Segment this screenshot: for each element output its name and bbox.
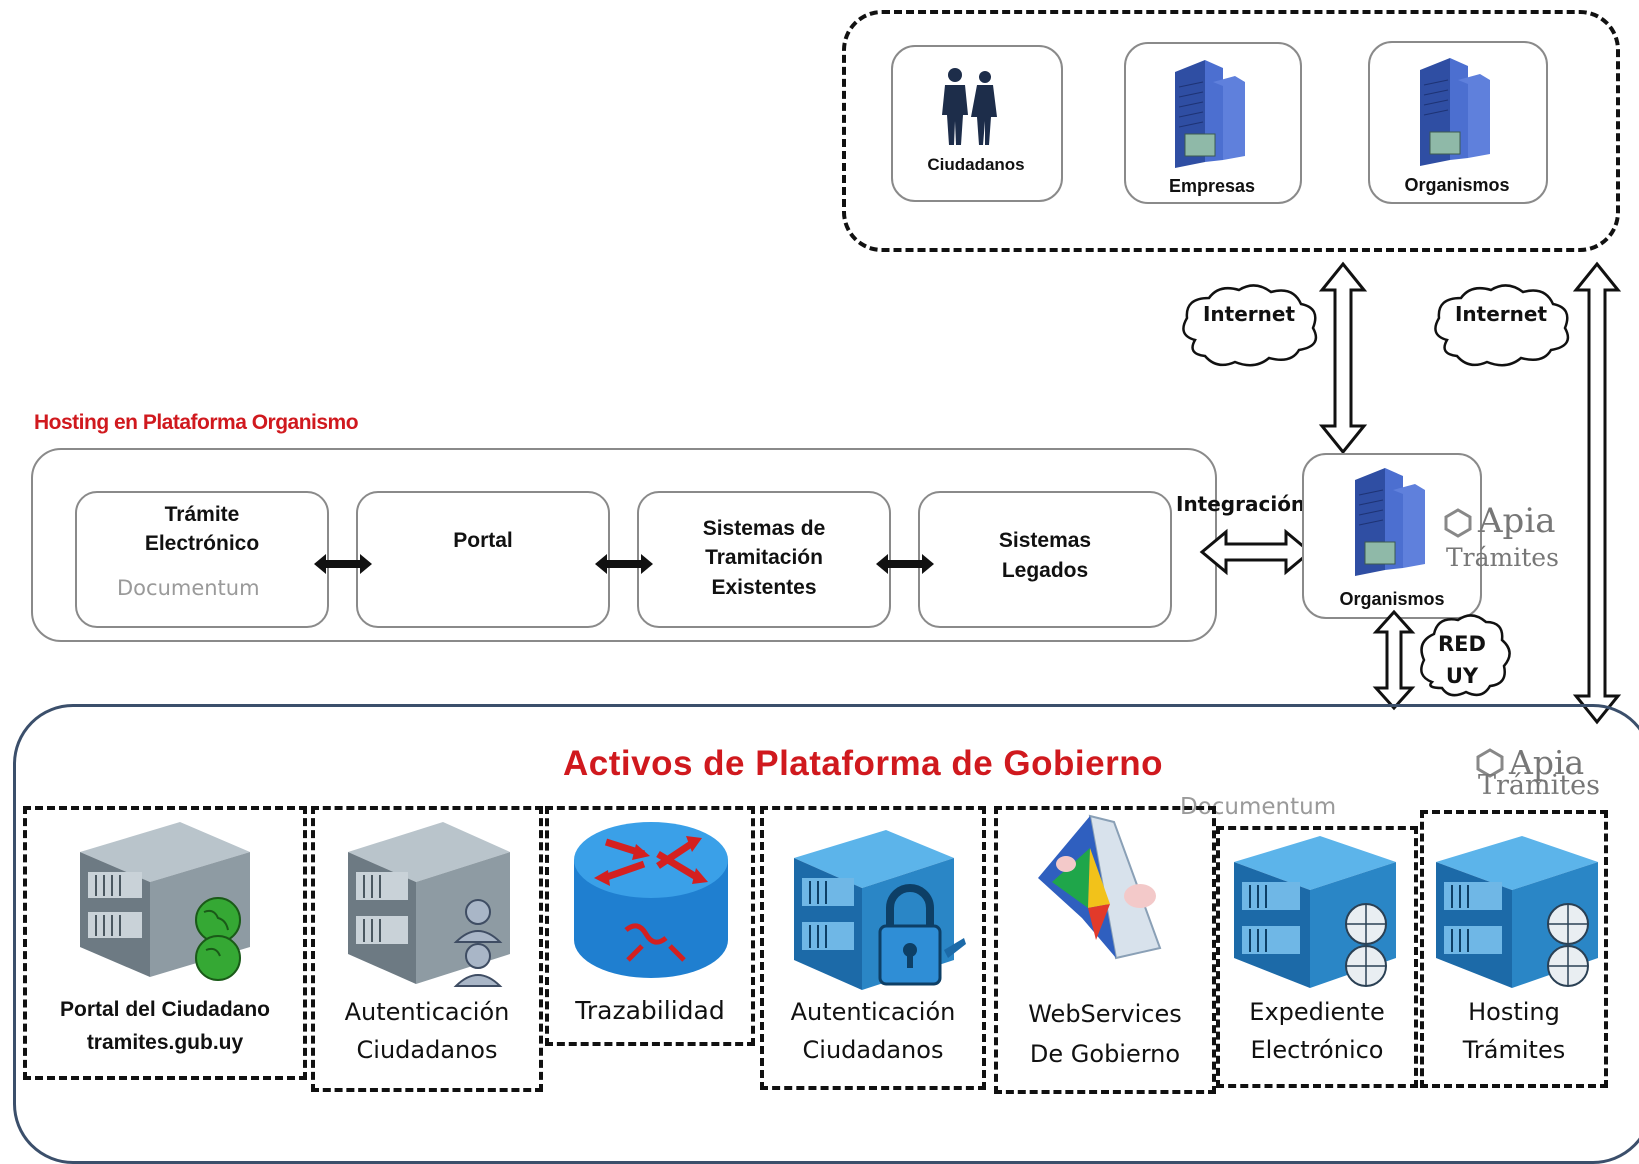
gobierno-item-6-line1: Expediente — [1249, 998, 1385, 1026]
gobierno-item-1-line2: tramites.gub.uy — [86, 1031, 244, 1054]
gobierno-item-frame — [545, 806, 755, 1046]
organismo-node-label: Organismos — [1339, 589, 1445, 609]
server-globe-icon — [1234, 836, 1396, 988]
gobierno-item-2-line1: Autenticación — [344, 998, 510, 1026]
apia-logo-subtext: Trámites — [1446, 543, 1559, 572]
gobierno-item-4-line2: Ciudadanos — [802, 1036, 944, 1064]
legados-label-line1: Sistemas — [998, 529, 1092, 552]
server-globe-icon — [1436, 836, 1598, 988]
building-icon — [1175, 60, 1245, 168]
gobierno-title: Activos de Plataforma de Gobierno — [563, 744, 1163, 783]
sistemas-label-line2: Tramitación — [705, 546, 823, 569]
gobierno-item-5-line2: De Gobierno — [1029, 1040, 1181, 1068]
server-globe-icon — [80, 822, 250, 981]
people-icon — [942, 68, 997, 145]
gobierno-item-frame — [760, 806, 986, 1090]
sistemas-legados-box[interactable] — [918, 491, 1172, 628]
red-uy-label-line2: UY — [1445, 664, 1479, 688]
sistemas-label-line1: Sistemas de — [702, 517, 826, 540]
gobierno-item-4-line1: Autenticación — [790, 998, 956, 1026]
webservices-icon — [1038, 814, 1162, 960]
router-icon — [574, 822, 728, 978]
gobierno-item-3-line1: Trazabilidad — [575, 996, 725, 1025]
gobierno-item-6-line2: Electrónico — [1250, 1036, 1384, 1064]
building-icon — [1420, 58, 1490, 166]
actor-organismos-label: Organismos — [1404, 175, 1510, 195]
actor-ciudadanos[interactable] — [891, 45, 1063, 202]
actors-container — [842, 10, 1620, 252]
gobierno-item-5-line1: WebServices — [1028, 1000, 1182, 1028]
documentum-logo: Documentum — [117, 576, 260, 600]
tramite-electronico-box[interactable] — [75, 491, 329, 628]
gobierno-item-1-line1: Portal del Ciudadano — [59, 998, 271, 1021]
integracion-double-arrow — [1199, 528, 1313, 576]
actor-empresas-label: Empresas — [1168, 176, 1256, 196]
internet-cloud-2 — [1434, 284, 1570, 367]
gobierno-item-frame — [994, 806, 1216, 1094]
sistemas-tramitacion-box[interactable] — [637, 491, 891, 628]
gobierno-item-frame — [1216, 826, 1418, 1088]
connector-arrow — [876, 554, 934, 574]
connector-arrow — [314, 554, 372, 574]
apia-logo-icon — [1444, 508, 1472, 538]
gobierno-item-7-line2: Trámites — [1462, 1036, 1566, 1064]
red-uy-label-line1: RED — [1438, 632, 1486, 656]
sistemas-label-line3: Existentes — [711, 576, 817, 599]
gobierno-item-frame — [1420, 810, 1608, 1088]
gobierno-item-2-line2: Ciudadanos — [356, 1036, 498, 1064]
internet-label-1: Internet — [1202, 302, 1296, 326]
gobierno-item-frame — [23, 806, 307, 1080]
internet-cloud-1 — [1182, 284, 1318, 367]
legados-label-line2: Legados — [1001, 559, 1089, 582]
gobierno-item-frame — [311, 806, 543, 1092]
building-icon — [1355, 468, 1425, 576]
actor-ciudadanos-label: Ciudadanos — [927, 155, 1025, 174]
gobierno-item-7-line1: Hosting — [1468, 998, 1560, 1026]
server-users-icon — [348, 822, 510, 987]
hosting-title: Hosting en Plataforma Organismo — [34, 411, 359, 434]
double-arrow-vertical-3 — [1372, 609, 1416, 711]
server-lock-icon — [794, 830, 966, 990]
internet-label-2: Internet — [1454, 302, 1548, 326]
red-uy-cloud — [1420, 614, 1511, 697]
double-arrow-vertical-2 — [1572, 261, 1622, 725]
apia-logo-text: Apia — [1509, 743, 1585, 782]
double-arrow-vertical-1 — [1318, 261, 1368, 455]
apia-logo-subtext: Trámites — [1478, 770, 1600, 801]
connector-arrow — [595, 554, 653, 574]
tramite-label-line2: Electrónico — [144, 532, 260, 555]
apia-logo-icon — [1476, 748, 1504, 778]
apia-logo-text: Apia — [1478, 501, 1556, 541]
integracion-label: Integración — [1176, 492, 1306, 516]
portal-label: Portal — [453, 529, 513, 552]
portal-box[interactable] — [356, 491, 610, 628]
tramite-label-line1: Trámite — [164, 503, 240, 526]
